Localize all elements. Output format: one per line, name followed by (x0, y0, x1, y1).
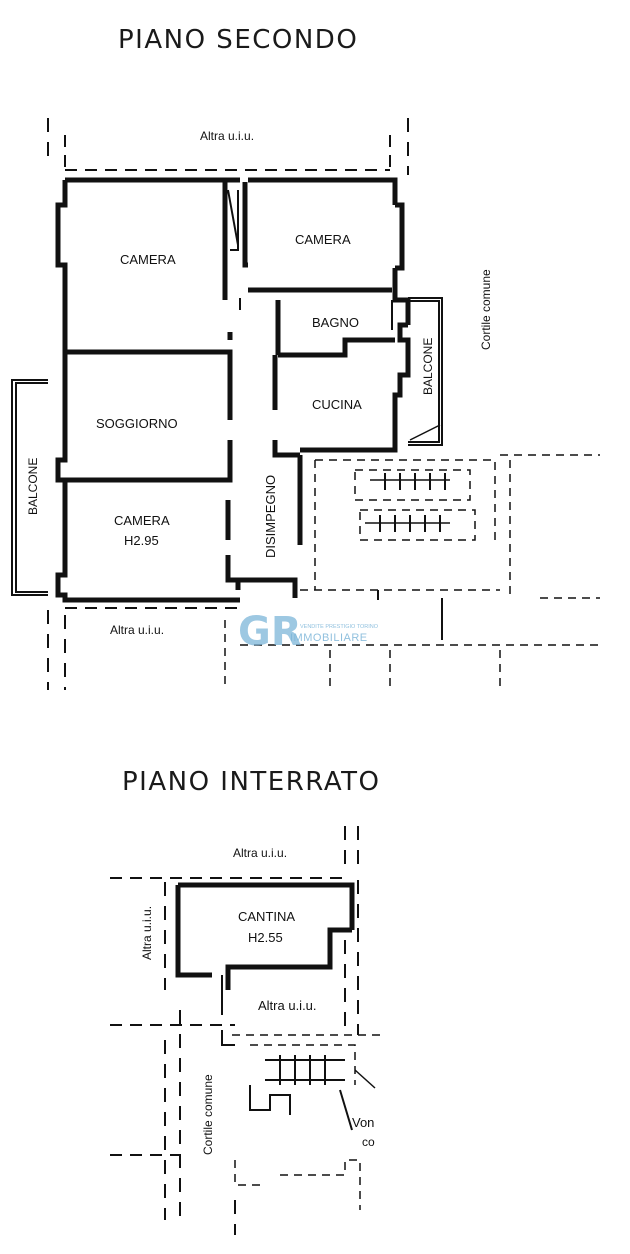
neighbor-boundary-bottom (47, 607, 600, 690)
interior-walls (65, 182, 395, 598)
label-camera-3: CAMERA (114, 513, 170, 528)
second-floor-title: PIANO SECONDO (118, 25, 358, 55)
label-vano-2: co (362, 1135, 375, 1149)
right-balcony (408, 297, 443, 446)
label-disimpegno: DISIMPEGNO (263, 475, 278, 558)
label-altra-bottom: Altra u.i.u. (110, 623, 164, 637)
label-cortile-second: Cortile comune (479, 269, 493, 350)
exterior-walls (55, 177, 411, 603)
label-bagno: BAGNO (312, 315, 359, 330)
basement-title: PIANO INTERRATO (122, 767, 380, 797)
common-stair-area (300, 454, 600, 640)
basement-boundaries (110, 826, 382, 1235)
basement-stair (249, 1044, 376, 1131)
label-altra-top: Altra u.i.u. (200, 129, 254, 143)
label-cantina-height: H2.55 (248, 930, 283, 945)
left-balcony (11, 379, 48, 596)
label-camera-3-height: H2.95 (124, 533, 159, 548)
label-balcone-right: BALCONE (421, 338, 435, 395)
watermark-tagline: VENDITE PRESTIGIO TORINO (300, 624, 379, 630)
label-basement-altra-left: Altra u.i.u. (140, 906, 154, 960)
label-balcone-left: BALCONE (26, 458, 40, 515)
label-vano: Von (352, 1115, 374, 1130)
label-camera-1: CAMERA (120, 252, 176, 267)
label-soggiorno: SOGGIORNO (96, 416, 178, 431)
label-cucina: CUCINA (312, 397, 362, 412)
watermark-gr: GR (238, 609, 302, 655)
cantina-walls (175, 882, 355, 1046)
label-basement-cortile: Cortile comune (201, 1074, 215, 1155)
watermark-logo: GR VENDITE PRESTIGIO TORINO IMMOBILIARE (238, 609, 379, 655)
label-basement-altra-bottom: Altra u.i.u. (258, 998, 317, 1013)
neighbor-boundary-top (47, 118, 409, 175)
label-cantina: CANTINA (238, 909, 295, 924)
label-camera-2: CAMERA (295, 232, 351, 247)
label-basement-altra-top: Altra u.i.u. (233, 846, 287, 860)
watermark-name: IMMOBILIARE (290, 632, 368, 644)
